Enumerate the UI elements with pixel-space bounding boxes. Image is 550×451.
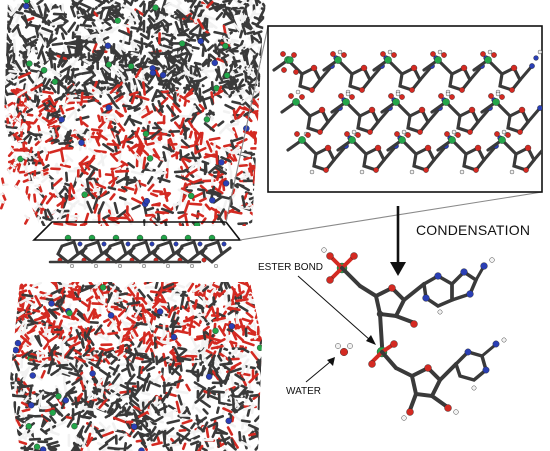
- water-pointer-head: [327, 357, 335, 366]
- zoom-inset-strands: [272, 49, 542, 175]
- ester-bond-label: ESTER BOND: [258, 262, 324, 273]
- dinucleotide-product: [321, 247, 507, 421]
- connector-line-top: [225, 25, 269, 223]
- md-scattered-water: [0, 101, 49, 225]
- condensation-arrow-head: [390, 262, 406, 276]
- md-lower-layer: [10, 282, 262, 451]
- ester-bond-pointer: [297, 275, 371, 341]
- water-label: WATER: [286, 386, 321, 397]
- md-upper-layer: [4, 0, 266, 226]
- condensation-label: CONDENSATION: [416, 222, 531, 238]
- ester-bond-pointer-head: [366, 335, 376, 345]
- water-pointer: [305, 361, 331, 383]
- connector-line-bottom: [239, 191, 543, 241]
